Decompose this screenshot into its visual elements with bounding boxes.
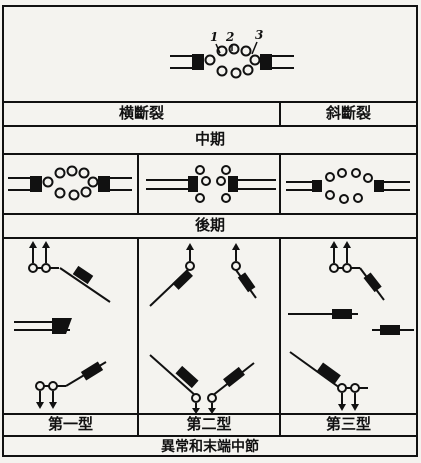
header-chromosome — [169, 41, 295, 79]
marker-label-2: 2 — [226, 30, 235, 44]
table-frame — [2, 5, 418, 457]
type3-figure — [288, 240, 414, 412]
type2-label: 第二型 — [186, 415, 232, 433]
transverse-break-heading: 横斷裂 — [118, 104, 164, 122]
metaphase-oblique — [285, 167, 411, 205]
marker-label-1: 1 — [210, 30, 219, 44]
oblique-break-heading: 斜斷裂 — [325, 104, 371, 122]
marker-label-3: 3 — [255, 28, 264, 42]
metaphase-transverse-1 — [7, 165, 133, 201]
type1-label: 第一型 — [47, 415, 93, 433]
metaphase-transverse-2 — [146, 165, 276, 203]
figure-caption: 異常和末端中節 — [161, 439, 259, 455]
anaphase-heading: 後期 — [194, 216, 225, 234]
type3-label: 第三型 — [325, 415, 371, 433]
metaphase-heading: 中期 — [194, 130, 225, 148]
type2-figure — [149, 243, 257, 414]
type1-figure — [14, 240, 111, 410]
